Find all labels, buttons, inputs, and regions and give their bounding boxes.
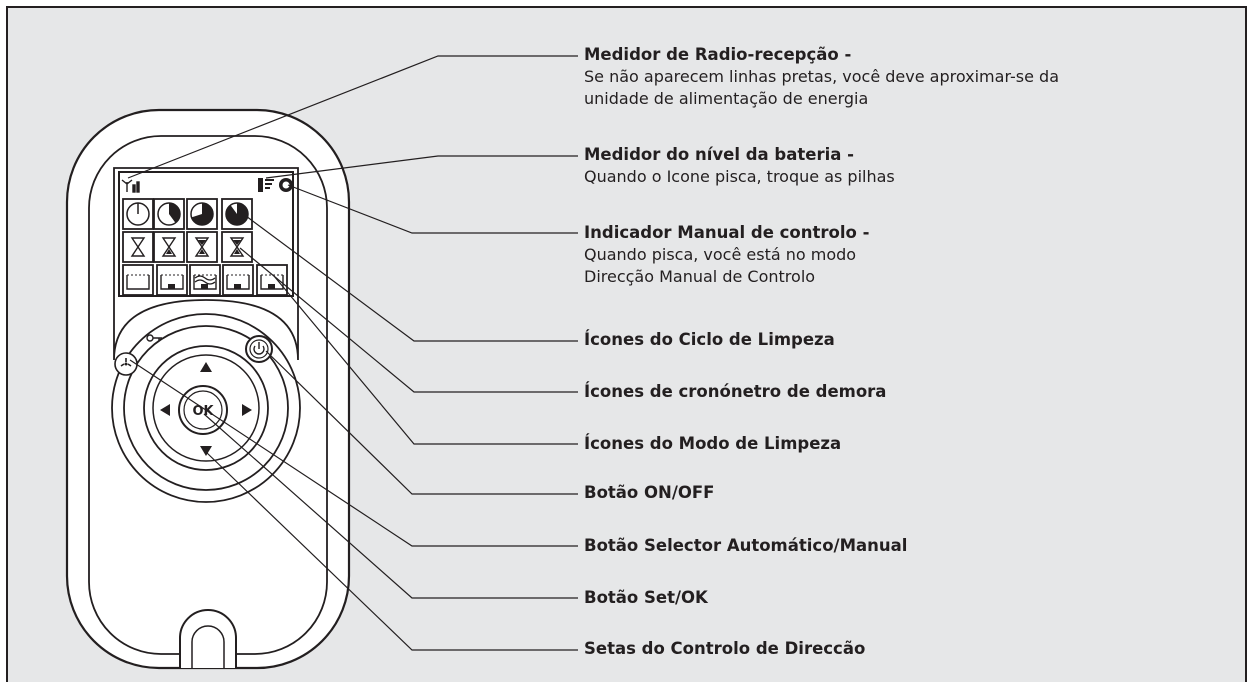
lanyard-notch bbox=[179, 609, 237, 668]
label-desc: unidade de alimentação de energia bbox=[584, 89, 869, 108]
ok-button: OK bbox=[178, 385, 228, 435]
label-title: Medidor do nível da bateria - bbox=[584, 145, 854, 164]
leader-line bbox=[265, 350, 578, 495]
leader-line bbox=[205, 451, 578, 651]
auto-manual-selector-button bbox=[114, 334, 162, 376]
label-title: Medidor de Radio-recepção - bbox=[584, 45, 852, 64]
label-title: Botão Selector Automático/Manual bbox=[584, 536, 908, 555]
label-title: Ícones de cronónetro de demora bbox=[584, 382, 887, 401]
label-cleaning-mode-icons: Ícones do Modo de Limpeza bbox=[584, 433, 841, 455]
arrow-down-icon bbox=[200, 446, 212, 456]
label-battery-level: Medidor do nível da bateria - Quando o I… bbox=[584, 144, 895, 188]
hourglass-icon bbox=[153, 231, 185, 263]
pool-mode-icon bbox=[256, 264, 288, 296]
cycle-icon bbox=[186, 198, 218, 230]
leader-line bbox=[273, 275, 578, 445]
label-delay-timer-icons: Ícones de cronónetro de demora bbox=[584, 381, 886, 403]
leader-line bbox=[265, 155, 578, 179]
leader-line bbox=[203, 413, 578, 599]
pool-mode-icon bbox=[156, 264, 188, 296]
label-title: Botão Set/OK bbox=[584, 588, 708, 607]
label-desc: Direcção Manual de Controlo bbox=[584, 267, 816, 286]
label-title: Setas do Controlo de Direccão bbox=[584, 639, 866, 658]
label-radio-reception: Medidor de Radio-recepção - Se não apare… bbox=[584, 44, 1059, 110]
battery-level-icon bbox=[258, 178, 274, 192]
key-icon bbox=[146, 334, 162, 342]
leader-line bbox=[245, 215, 578, 342]
label-title: Botão ON/OFF bbox=[584, 483, 715, 502]
arrow-left-icon bbox=[160, 404, 170, 416]
label-title: Ícones do Ciclo de Limpeza bbox=[584, 330, 835, 349]
hourglass-icon bbox=[122, 231, 154, 263]
pool-mode-icon bbox=[222, 264, 254, 296]
label-desc: Se não aparecem linhas pretas, você deve… bbox=[584, 67, 1059, 86]
leader-line bbox=[127, 55, 578, 179]
hourglass-icon bbox=[221, 231, 253, 263]
label-manual-control-indicator: Indicador Manual de controlo - Quando pi… bbox=[584, 222, 869, 288]
leader-lines bbox=[127, 55, 578, 651]
cycle-icon bbox=[221, 198, 253, 230]
arrow-up-icon bbox=[200, 362, 212, 372]
cycle-icon bbox=[122, 198, 154, 230]
leader-line bbox=[239, 247, 578, 393]
cleaning-cycle-icons bbox=[122, 198, 253, 230]
label-auto-manual-selector: Botão Selector Automático/Manual bbox=[584, 535, 907, 557]
label-set-ok-button: Botão Set/OK bbox=[584, 587, 708, 609]
pool-mode-icon bbox=[122, 264, 154, 296]
cycle-icon bbox=[153, 198, 185, 230]
delay-timer-icons bbox=[122, 231, 253, 263]
label-direction-arrows: Setas do Controlo de Direccão bbox=[584, 638, 865, 660]
ok-button-label: OK bbox=[192, 404, 214, 419]
arrow-right-icon bbox=[242, 404, 252, 416]
cleaning-mode-icons bbox=[122, 264, 288, 296]
power-button bbox=[245, 335, 273, 363]
label-desc: Quando pisca, você está no modo bbox=[584, 245, 857, 264]
manual-control-indicator-icon bbox=[279, 178, 293, 192]
pool-mode-icon bbox=[189, 264, 221, 296]
hourglass-icon bbox=[186, 231, 218, 263]
leader-line bbox=[129, 359, 578, 547]
label-title: Ícones do Modo de Limpeza bbox=[584, 434, 842, 453]
label-title: Indicador Manual de controlo - bbox=[584, 223, 870, 242]
label-desc: Quando o Icone pisca, troque as pilhas bbox=[584, 167, 895, 186]
label-on-off-button: Botão ON/OFF bbox=[584, 482, 714, 504]
label-cleaning-cycle-icons: Ícones do Ciclo de Limpeza bbox=[584, 329, 835, 351]
leader-line bbox=[287, 184, 578, 234]
radio-reception-icon bbox=[121, 179, 140, 193]
